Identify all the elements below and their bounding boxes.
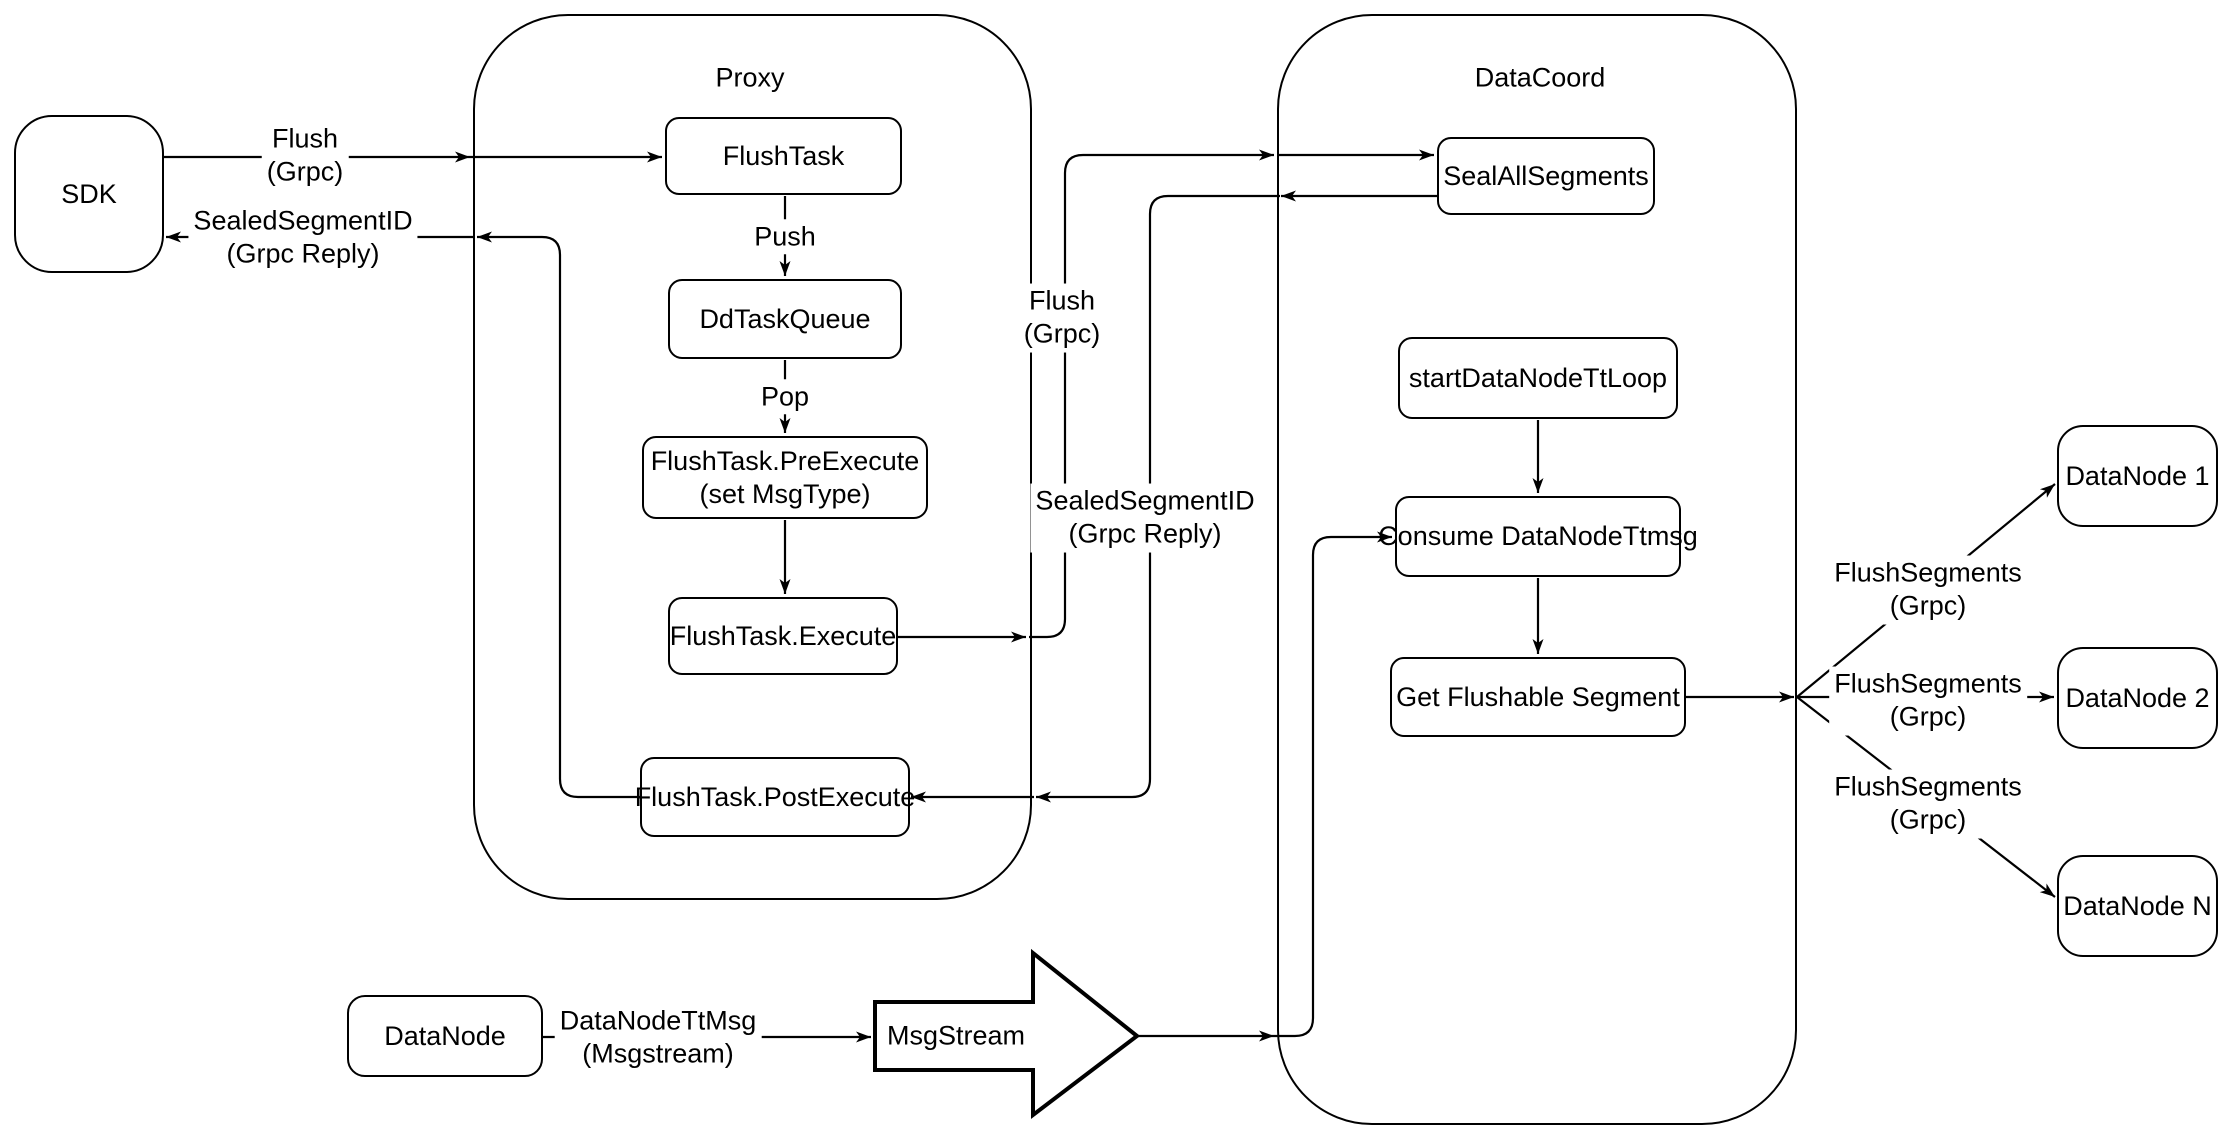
- proxy-container: [473, 14, 1032, 900]
- label-datanodettmsg: DataNodeTtMsg (Msgstream): [554, 1003, 762, 1073]
- label-flushsegments-2: FlushSegments (Grpc): [1829, 666, 2027, 736]
- proxy-title: Proxy: [715, 62, 785, 93]
- node-datanode-n: DataNode N: [2057, 855, 2218, 957]
- datacoord-title: DataCoord: [1474, 62, 1606, 93]
- label-flushsegments-3: FlushSegments (Grpc): [1829, 769, 2027, 839]
- label-flush-grpc-sdk: Flush (Grpc): [261, 121, 349, 191]
- edge-msgstream-riser: [1274, 531, 1392, 1038]
- node-sdk: SDK: [14, 115, 164, 273]
- node-flushtask-execute: FlushTask.Execute: [668, 597, 898, 675]
- node-flushtask-postexecute: FlushTask.PostExecute: [635, 757, 915, 837]
- node-ddtaskqueue: DdTaskQueue: [668, 279, 902, 359]
- node-datanode-source: DataNode: [347, 995, 543, 1077]
- datacoord-container: [1277, 14, 1797, 1125]
- node-consume-datanodettmsg: Consume DataNodeTtmsg: [1378, 496, 1698, 577]
- label-flush-grpc-mid: Flush (Grpc): [1018, 283, 1106, 353]
- node-flushtask-preexecute: FlushTask.PreExecute (set MsgType): [642, 436, 928, 519]
- edge-flush-riser: [1029, 149, 1274, 639]
- node-startdatanodettloop: startDataNodeTtLoop: [1398, 337, 1678, 419]
- msgstream-label: MsgStream: [886, 1020, 1026, 1051]
- label-sealedsegmentid-sdk: SealedSegmentID (Grpc Reply): [188, 203, 418, 273]
- node-get-flushable-segment: Get Flushable Segment: [1390, 657, 1686, 737]
- node-datanode-2: DataNode 2: [2057, 647, 2218, 749]
- node-flushtask: FlushTask: [665, 117, 902, 195]
- label-flushsegments-1: FlushSegments (Grpc): [1829, 555, 2027, 625]
- msgstream-arrow-shape: [873, 948, 1141, 1120]
- label-sealedsegmentid-mid: SealedSegmentID (Grpc Reply): [1030, 483, 1260, 553]
- label-pop: Pop: [755, 379, 815, 415]
- node-sealallsegments: SealAllSegments: [1437, 137, 1655, 215]
- label-push: Push: [749, 219, 821, 255]
- node-datanode-1: DataNode 1: [2057, 425, 2218, 527]
- edge-postexecute-out: [477, 231, 640, 799]
